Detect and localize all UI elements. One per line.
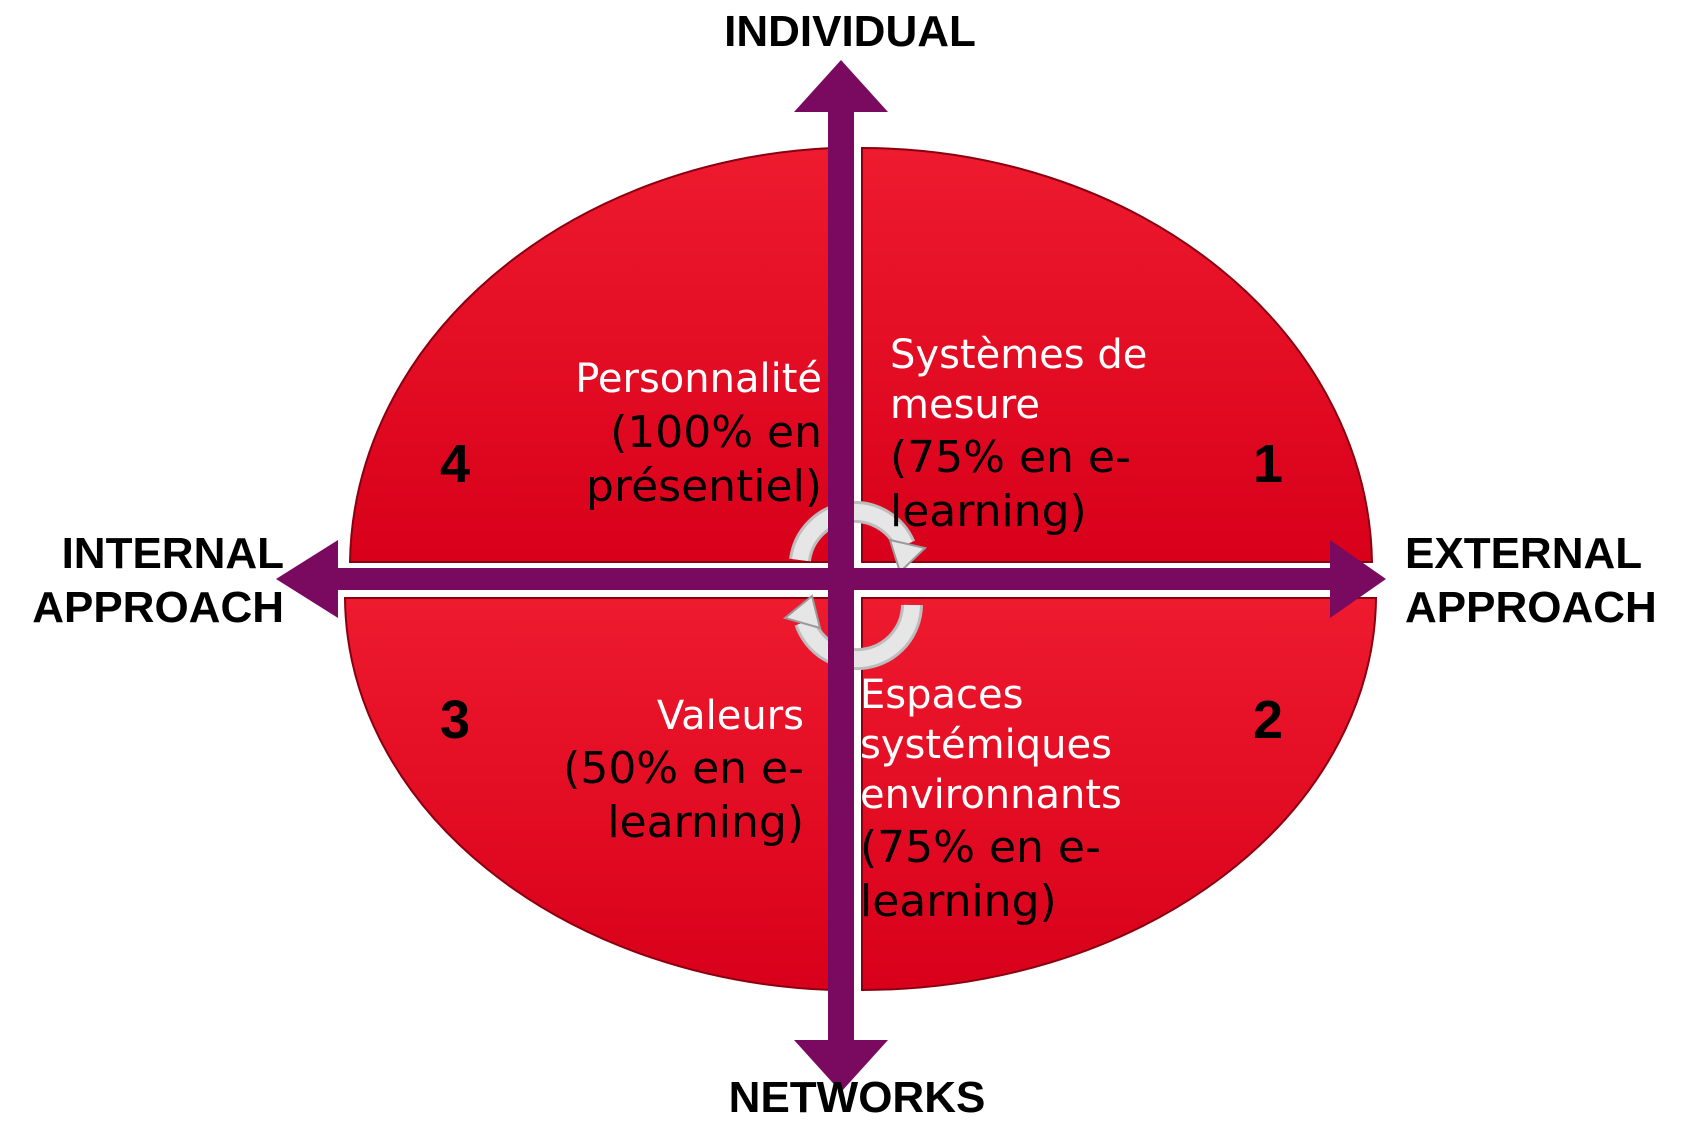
quadrant-4-detail-2: présentiel) xyxy=(586,461,822,512)
arrow-up-icon xyxy=(794,60,888,112)
quadrant-4-detail-1: (100% en xyxy=(610,407,822,458)
quadrant-2-title-1: Espaces xyxy=(860,672,1023,718)
quadrant-2-detail-1: (75% en e- xyxy=(860,822,1101,873)
quadrant-1-title-1: Systèmes de xyxy=(890,332,1147,378)
quadrant-3-detail-1: (50% en e- xyxy=(563,743,804,794)
quadrant-2-title-2: systémiques xyxy=(860,722,1112,768)
arrow-down-icon xyxy=(794,1040,888,1092)
quadrant-2-shape xyxy=(861,597,1378,992)
quadrant-1-detail-1: (75% en e- xyxy=(890,432,1131,483)
axes xyxy=(276,60,1386,1092)
quadrant-4-shape xyxy=(348,146,833,563)
quadrant-4-number: 4 xyxy=(440,434,470,494)
axis-label-left-1: INTERNAL xyxy=(62,529,284,578)
quadrant-3-title: Valeurs xyxy=(657,693,804,739)
axis-label-right-2: APPROACH xyxy=(1405,583,1657,632)
quadrant-2-detail-2: learning) xyxy=(860,876,1057,927)
quadrant-3-shape xyxy=(343,597,833,992)
horizontal-axis xyxy=(330,568,1350,590)
axis-label-top: INDIVIDUAL xyxy=(724,7,976,56)
axis-label-left-2: APPROACH xyxy=(32,583,284,632)
quadrant-1-title-2: mesure xyxy=(890,382,1040,428)
arrow-left-icon xyxy=(276,540,338,618)
arrow-right-icon xyxy=(1330,540,1386,618)
quadrant-1-number: 1 xyxy=(1253,434,1283,494)
quadrant-2-title-3: environnants xyxy=(860,772,1122,818)
quadrant-shapes xyxy=(343,146,1378,992)
quadrant-3-detail-2: learning) xyxy=(607,797,804,848)
quadrant-4-title: Personnalité xyxy=(575,356,822,402)
axis-label-bottom: NETWORKS xyxy=(729,1073,986,1122)
quadrant-1-shape xyxy=(861,146,1374,563)
quadrant-2-number: 2 xyxy=(1253,690,1283,750)
quadrant-1-detail-2: learning) xyxy=(890,486,1087,537)
axis-label-right-1: EXTERNAL xyxy=(1405,529,1642,578)
quadrant-3-number: 3 xyxy=(440,690,470,750)
